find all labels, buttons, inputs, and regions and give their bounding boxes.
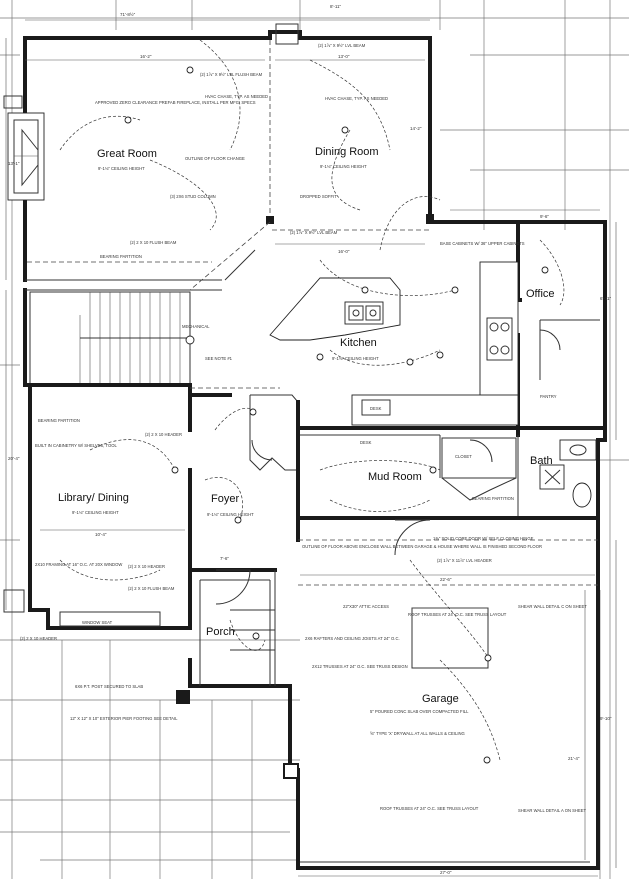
dim-kitchen-width: 16'-0" xyxy=(338,249,350,254)
dimension-lines xyxy=(5,19,617,877)
footing-note: 12" X 12" X 10" EXTERIOR PIER FOOTING SE… xyxy=(70,716,178,721)
garage-label: Garage xyxy=(422,693,459,705)
porch-label: Porch xyxy=(206,626,235,638)
builtin-cabinetry-note: BUILT IN CABINETRY W/ SHELVES, TOOL xyxy=(35,443,118,448)
foyer-label: Foyer xyxy=(211,493,239,505)
garage-slab-note: 5" POURED CONC SLAB OVER COMPACTED FILL xyxy=(370,709,469,714)
library-dining-label: Library/ Dining xyxy=(58,492,129,504)
fireplace-note: APPROVED ZERO CLEARANCE PREFAB FIREPLACE… xyxy=(95,100,256,105)
shear-wall-note: SHEAR WALL DETAIL C ON SHEET xyxy=(518,604,587,609)
hvac-chase-note-2: HVAC CHASE, TYP. AS NEEDED xyxy=(325,96,388,101)
kitchen-ceiling-note: 9'-1⅛" CEILING HEIGHT xyxy=(332,356,379,361)
dim-right-1: 6'-11" xyxy=(600,296,612,301)
header-note-1: (2) 2 X 10 HEADER xyxy=(145,432,182,437)
great-room-label: Great Room xyxy=(97,148,157,160)
bath-label: Bath xyxy=(530,455,553,467)
doors xyxy=(215,329,590,863)
mud-room-label: Mud Room xyxy=(368,471,422,483)
exterior-walls xyxy=(23,30,607,870)
truss-note: 2X12 TRUSSES AT 24" O.C. SEE TRUSS DESIG… xyxy=(312,664,408,669)
beam-note-1: (2) 1⅞" X 9½" LVL FLUSH BEAM xyxy=(200,72,263,77)
dim-garage-depth: 21'-4" xyxy=(568,756,580,761)
desk-note: DESK xyxy=(370,406,382,411)
kitchen-counters xyxy=(351,261,519,426)
kitchen-label: Kitchen xyxy=(340,337,377,349)
post-note: 6X6 P.T. POST SECURED TO SLAB xyxy=(75,684,143,689)
closet-note: CLOSET xyxy=(455,454,472,459)
dim-office-width: 9'-6" xyxy=(540,214,549,219)
garage-attic xyxy=(411,607,489,669)
dropped-soffit-note: DROPPED SOFFIT xyxy=(300,194,337,199)
flush-beam-note-2: (2) 2 X 10 FLUSH BEAM xyxy=(128,586,175,591)
shear-wall-note-2: SHEAR WALL DETAIL A ON SHEET xyxy=(518,808,587,813)
dim-great-room-width: 16'-2" xyxy=(140,54,152,59)
library-ceiling-note: 9'-1⅛" CEILING HEIGHT xyxy=(72,510,119,515)
desk-label: DESK xyxy=(360,440,372,445)
dim-top: 71'-8½" xyxy=(120,11,136,17)
foyer-ceiling-note: 9'-1⅛" CEILING HEIGHT xyxy=(207,512,254,517)
roof-truss-note-2: ROOF TRUSSES AT 24" O.C. SEE TRUSS LAYOU… xyxy=(380,806,479,811)
bearing-partition-note-2: BEARING PARTITION xyxy=(472,496,514,501)
misc-marks xyxy=(3,23,434,779)
roof-trusses-note: ROOF TRUSSES AT 24" O.C. SEE TRUSS LAYOU… xyxy=(408,612,507,617)
garage-drywall-note: ⅝" TYPE 'X' DRYWALL AT ALL WALLS & CEILI… xyxy=(370,731,465,736)
dim-garage-width: 22'-6" xyxy=(440,577,452,582)
electrical-layout xyxy=(59,39,565,764)
kitchen-island xyxy=(269,277,401,341)
dim-dining-depth: 14'-2" xyxy=(410,126,422,131)
garage-header-note: (2) 1⅞" X 11⅞" LVL HEADER xyxy=(437,558,492,563)
base-cabinets-note: BASE CABINETS W/ 36" UPPER CABINETS xyxy=(440,241,525,246)
bath-fixtures xyxy=(539,439,597,508)
hvac-chase-note: HVAC CHASE, TYP. AS NEEDED xyxy=(205,94,268,99)
mechanical-note: MECHANICAL xyxy=(182,324,210,329)
dining-ceiling-note: 9'-1⅛" CEILING HEIGHT xyxy=(320,164,367,169)
ceiling-change-note: OUTLINE OF FLOOR CHANGE xyxy=(185,156,245,161)
window-seat-note: WINDOW SEAT xyxy=(82,620,113,625)
rafters-note: 2X6 RAFTERS AND CEILING JOISTS AT 24" O.… xyxy=(305,636,400,641)
header-note-3: (2) 2 X 10 HEADER xyxy=(20,636,57,641)
flush-beam-note: (2) 2 X 10 FLUSH BEAM xyxy=(130,240,177,245)
header-note-2: (2) 2 X 10 HEADER xyxy=(128,564,165,569)
bearing-partition-note: BEARING PARTITION xyxy=(100,254,142,259)
stud-column-note: (3) 2X6 STUD COLUMN xyxy=(170,194,216,199)
beam-note-3: (2) 1⅞" X 9½" LVL BEAM xyxy=(290,230,338,235)
dim-right-2: 9'-10" xyxy=(600,716,612,721)
dim-top-right: 8'-11" xyxy=(330,4,342,9)
bearing-partition-note-3: BEARING PARTITION xyxy=(38,418,80,423)
framing-window-note: 2X10 FRAMING AT 16" O.C. AT 20X WINDOW xyxy=(35,562,122,567)
dim-library-width: 10'-4" xyxy=(95,532,107,537)
pantry-note: PANTRY xyxy=(540,394,557,399)
great-room-ceiling-note: 9'-1⅛" CEILING HEIGHT xyxy=(98,166,145,171)
dim-foyer-width: 7'-6" xyxy=(220,556,229,561)
office-label: Office xyxy=(526,288,555,300)
attic-access-note: 22"X30" ATTIC ACCESS xyxy=(343,604,389,609)
see-note-ref: SEE NOTE #1 xyxy=(205,356,233,361)
dim-dining-width: 13'-0" xyxy=(338,54,350,59)
dim-left-1: 13'-1" xyxy=(8,161,20,166)
dining-room-label: Dining Room xyxy=(315,146,379,158)
beam-note-2: (2) 1⅞" X 9½" LVL BEAM xyxy=(318,43,366,48)
dim-left-2: 20'-4" xyxy=(8,456,20,461)
garage-door-note: 1⅜" SOLID CORE DOOR W/ SELF CLOSING HING… xyxy=(433,536,534,541)
second-floor-note: OUTLINE OF FLOOR ABOVE ENCLOSE WALL BETW… xyxy=(302,544,542,549)
fireplace xyxy=(7,112,45,201)
dim-bottom: 27'-0" xyxy=(440,870,452,875)
